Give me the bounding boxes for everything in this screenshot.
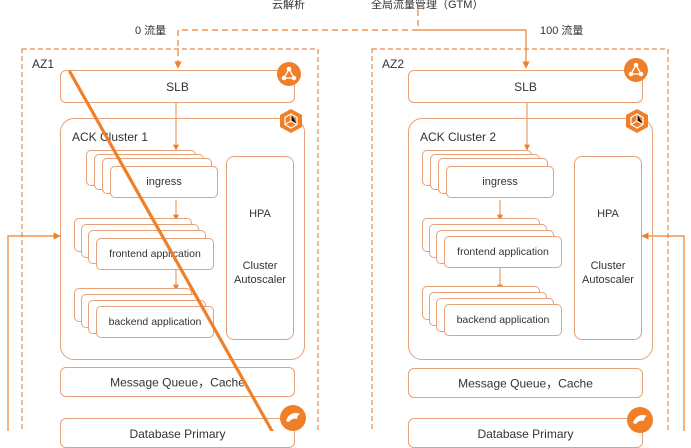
az2-db-label: Database Primary [477, 427, 574, 441]
az2-cluster-box[interactable] [408, 118, 653, 360]
az1-ingress-stack[interactable]: ingress [86, 150, 218, 198]
database-dolphin-icon [627, 407, 653, 438]
az2-backend-stack[interactable]: backend application [422, 286, 562, 336]
az1-db-label: Database Primary [129, 427, 226, 441]
az1-autoscaler-label: Cluster Autoscaler [234, 260, 286, 286]
az1-mq-box[interactable]: Message Queue，Cache [60, 367, 295, 397]
az2-cluster-label: ACK Cluster 2 [420, 130, 497, 144]
az2-db-box[interactable]: Database Primary [408, 418, 643, 448]
az1-frontend-stack[interactable]: frontend application [74, 218, 214, 270]
gtm-left-line [174, 10, 419, 69]
az2-mq-label: Message Queue，Cache [458, 376, 593, 391]
az2-ingress-stack[interactable]: ingress [422, 150, 554, 198]
az1-mq-label: Message Queue，Cache [110, 375, 245, 390]
right-traffic-label: 100 流量 [540, 25, 584, 37]
az2-label: AZ2 [382, 57, 405, 71]
az1-backend-label: backend application [108, 316, 202, 328]
az2-mq-box[interactable]: Message Queue，Cache [408, 368, 643, 398]
az2-side-arrow [641, 232, 685, 431]
az1-frontend-label: frontend application [109, 248, 201, 260]
left-traffic-label: 0 流量 [135, 25, 167, 37]
az1-hpa-label: HPA [249, 208, 271, 220]
az1-hpa-box[interactable]: HPA Cluster Autoscaler [226, 156, 294, 340]
gtm-right-line [418, 29, 530, 69]
slb-network-icon [624, 58, 648, 87]
az1-label: AZ1 [32, 57, 55, 71]
az2-hpa-label: HPA [597, 208, 619, 220]
az1-backend-stack[interactable]: backend application [74, 288, 214, 338]
database-dolphin-icon [280, 405, 306, 436]
az1-frame [21, 48, 319, 431]
az1-side-arrow [7, 232, 61, 431]
az1-ingress-label: ingress [146, 176, 182, 188]
az1-db-box[interactable]: Database Primary [60, 418, 295, 448]
az1-slb-label: SLB [166, 79, 189, 94]
az1-slb-box[interactable]: SLB [60, 70, 295, 103]
ack-cluster-icon [624, 108, 650, 139]
az2-autoscaler-label: Cluster Autoscaler [582, 260, 634, 286]
ack-cluster-icon [278, 108, 304, 139]
slb-network-icon [277, 62, 301, 91]
az2-frontend-stack[interactable]: frontend application [422, 218, 562, 268]
az2-ingress-label: ingress [482, 176, 518, 188]
az2-slb-box[interactable]: SLB [408, 70, 643, 103]
az2-frame [371, 48, 669, 431]
az2-backend-label: backend application [456, 314, 550, 326]
az1-cluster-label: ACK Cluster 1 [72, 130, 149, 144]
az2-slb-label: SLB [514, 79, 537, 94]
dns-label: 云解析 [272, 0, 305, 11]
az2-hpa-box[interactable]: HPA Cluster Autoscaler [574, 156, 642, 340]
az2-frontend-label: frontend application [457, 246, 549, 258]
gtm-label: 全局流量管理（GTM） [371, 0, 484, 11]
